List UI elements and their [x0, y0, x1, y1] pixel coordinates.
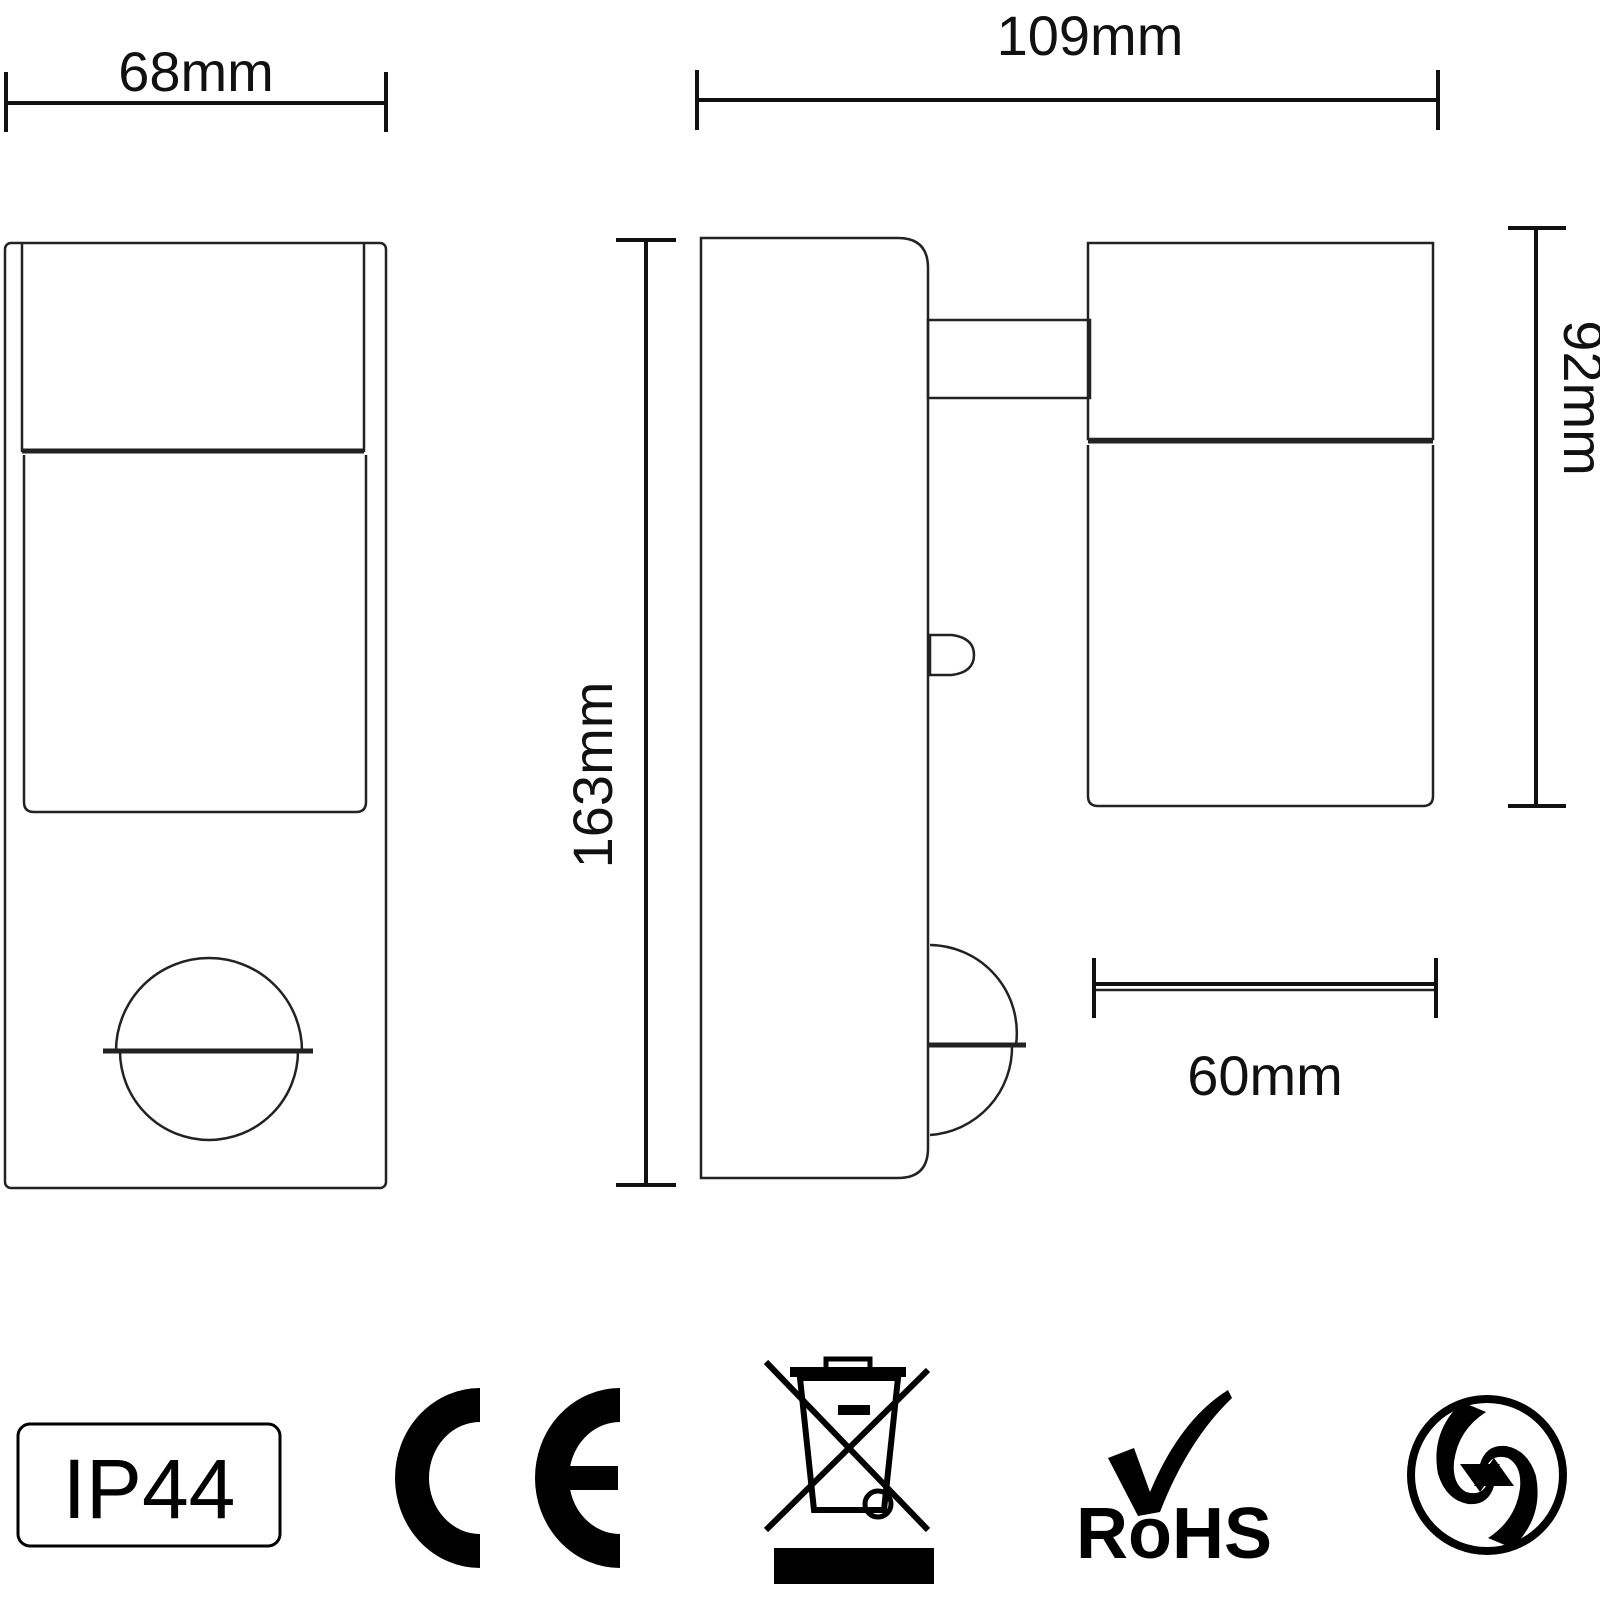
front-body-outline: [3, 241, 388, 1190]
front-head-sides: [20, 243, 366, 452]
side-head-lower: [1086, 445, 1435, 808]
side-motion-sensor: [928, 943, 1026, 1137]
side-adjust-knob: [928, 633, 976, 677]
head-width-dimension: [1092, 958, 1438, 1018]
front-width-label: 68mm: [118, 40, 274, 103]
ce-mark-icon: [395, 1388, 621, 1568]
rohs-text: RoHS: [1076, 1494, 1272, 1574]
head-height-label: 92mm: [1552, 320, 1600, 476]
front-view: 68mm: [3, 40, 388, 1190]
head-width-label: 60mm: [1187, 1044, 1343, 1107]
side-arm: [926, 318, 1092, 400]
height-label: 163mm: [561, 682, 624, 869]
ip44-text: IP44: [63, 1442, 236, 1536]
side-view: 109mm 163mm 92mm: [561, 4, 1600, 1187]
weee-bin-icon: [763, 1356, 934, 1584]
depth-label: 109mm: [997, 4, 1184, 67]
green-dot-recycle-icon: [1407, 1395, 1567, 1555]
front-lamp-housing: [22, 455, 368, 814]
front-motion-sensor: [103, 956, 313, 1142]
certification-row: IP44 RoHS: [16, 1356, 1567, 1584]
side-backplate: [699, 236, 930, 1180]
ip44-badge: IP44: [16, 1422, 282, 1548]
rohs-check-icon: RoHS: [1076, 1390, 1272, 1574]
side-head-upper: [1086, 241, 1435, 441]
